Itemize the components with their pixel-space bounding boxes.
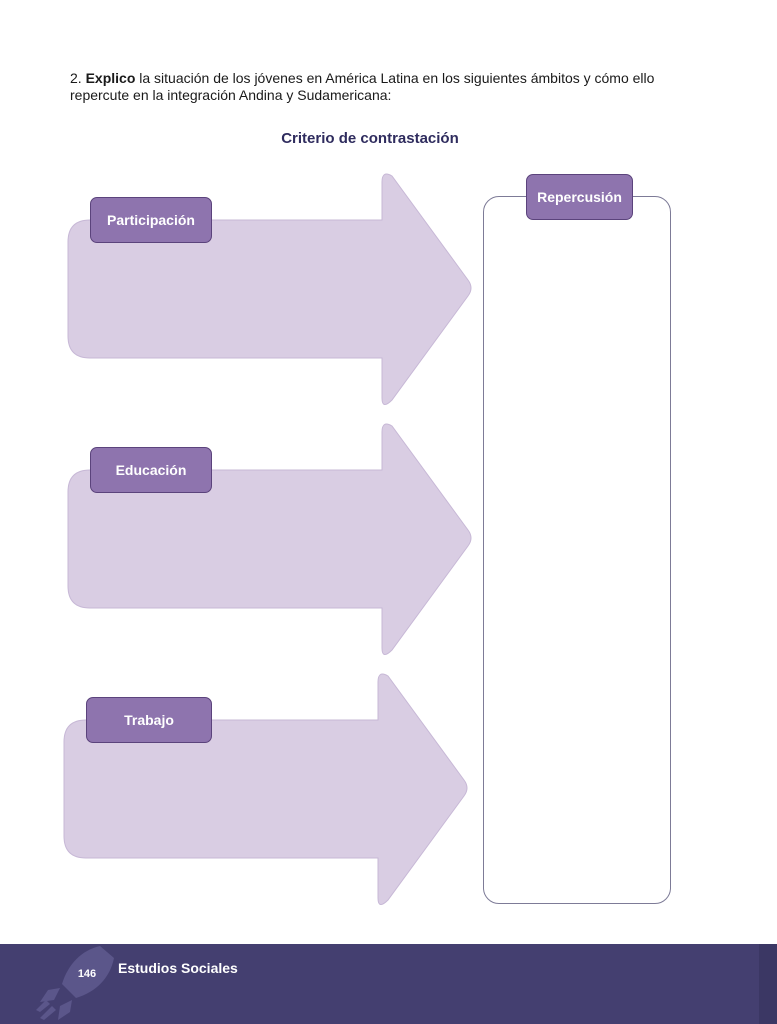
- label-educacion: Educación: [90, 447, 212, 493]
- instruction-text: 2. Explico la situación de los jóvenes e…: [70, 70, 710, 104]
- criterio-title: Criterio de contrastación: [281, 130, 459, 147]
- footer-edge: [759, 944, 777, 1024]
- label-repercusion: Repercusión: [526, 174, 633, 220]
- footer-subject: Estudios Sociales: [118, 960, 238, 976]
- instruction-body: la situación de los jóvenes en América L…: [70, 70, 655, 103]
- label-trabajo: Trabajo: [86, 697, 212, 743]
- rocket-icon: [36, 946, 114, 1020]
- label-participacion: Participación: [90, 197, 212, 243]
- instruction-number: 2.: [70, 70, 82, 86]
- instruction-verb: Explico: [85, 70, 136, 86]
- repercusion-answer-box[interactable]: [483, 196, 671, 904]
- page-footer: 146 Estudios Sociales: [0, 944, 777, 1024]
- page-number: 146: [75, 962, 99, 986]
